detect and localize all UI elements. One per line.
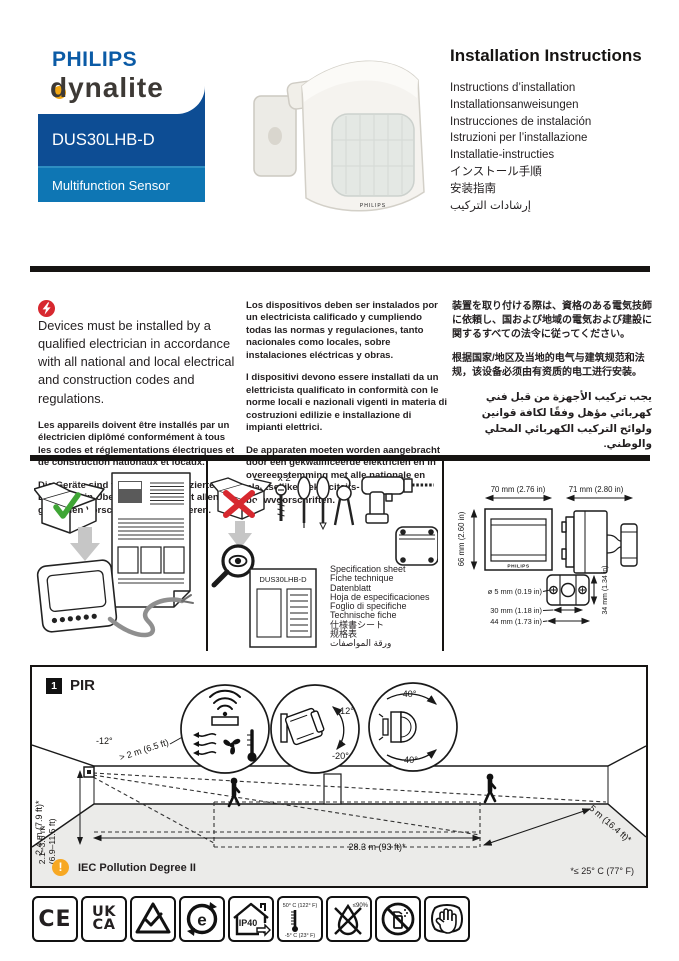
safety-es: Los dispositivos deben ser instalados po… (246, 300, 438, 361)
spec-sheet-labels: Specification sheet Fiche technique Date… (330, 564, 430, 649)
dimensions-diagram: 70 mm (2.76 in) 71 mm (2.80 in) 66 mm (2… (457, 485, 638, 626)
range-length-label: 28.3 m (93 ft)* (348, 842, 406, 852)
china-rohs-icon: e (179, 896, 225, 942)
dim-depth: 71 mm (2.80 in) (569, 485, 624, 494)
pir-section-title: PIR (70, 677, 96, 694)
unboxing-diagram (34, 472, 194, 638)
title-ja: インストール手順 (450, 165, 542, 178)
operating-temperature-icon: 50° C (122° F) -5° C (23° F) (277, 896, 323, 942)
safety-column-3: 装置を取り付ける際は、資格のある電気技師に依頼し、国および地域の電気および建設に… (452, 300, 652, 453)
title-de: Installationsanweisungen (450, 98, 579, 111)
svg-text:≤90%: ≤90% (353, 903, 369, 909)
dry-cloth-clean-icon (424, 896, 470, 942)
dim-hole-pitch: 30 mm (1.18 in) (490, 606, 542, 615)
svg-text:-5° C (23° F): -5° C (23° F) (285, 933, 316, 939)
product-name: Multifunction Sensor (52, 177, 170, 193)
safety-column-2: Los dispositivos deben ser instalados po… (246, 300, 449, 517)
dim-height: 66 mm (2.60 in) (457, 511, 466, 566)
photo-brand-text: PHILIPS (360, 203, 386, 209)
panel-divider-1 (206, 461, 208, 651)
pan-adjustment-callout: -40° 40° (368, 682, 458, 772)
sensor-angle-label: -12° (96, 736, 113, 746)
title-ar: إرشادات التركيب (450, 199, 531, 212)
pan-right-label: 40° (404, 755, 418, 765)
dim-hole-dia: ø 5 mm (0.19 in) (488, 587, 542, 596)
dynalite-dot-icon (53, 86, 66, 99)
interference-sources-callout (180, 684, 270, 774)
product-image: PHILIPS (253, 60, 425, 212)
device-brand-label: PHILIPS (507, 564, 529, 570)
spec-sheet-model: DUS30LHB-D (259, 575, 307, 584)
pollution-degree-note: IEC Pollution Degree II (78, 862, 196, 874)
svg-text:IP40: IP40 (239, 918, 258, 928)
philips-wordmark: PHILIPS (52, 48, 138, 71)
svg-text:50° C (122° F): 50° C (122° F) (283, 903, 318, 909)
dim-base-height: 34 mm (1.34 in) (602, 565, 609, 614)
title-es: Instrucciones de instalación (450, 115, 592, 128)
title-zh: 安装指南 (450, 182, 496, 195)
electrician-warning-icon (38, 300, 55, 317)
model-band: DUS30LHB-D (38, 114, 205, 166)
product-band: Multifunction Sensor (38, 166, 205, 202)
person-silhouette (483, 773, 497, 804)
safety-en: Devices must be installed by a qualified… (38, 300, 241, 408)
dim-base-width: 44 mm (1.73 in) (490, 617, 542, 626)
person-silhouette (227, 777, 241, 808)
safety-zh: 根据国家/地区及当地的电气与建筑规范和法规，该设备必须由有资质的电工进行安装。 (452, 353, 645, 378)
ip40-indoor-icon: IP40 (228, 896, 274, 942)
tilt-max-label: -20° (332, 751, 349, 761)
dynalite-wordmark: dynalite (50, 72, 164, 103)
brand-logo-block: PHILIPS dynalite DUS30LHB-D Multifunctio… (38, 40, 205, 202)
tools-diagram: x 2 (210, 473, 438, 648)
page-title: Installation Instructions (450, 46, 642, 65)
pir-coverage-diagram: -12° -20° -40° 40° (32, 682, 646, 886)
title-nl: Installatie-instructies (450, 149, 555, 162)
dim-front-width: 70 mm (2.76 in) (491, 485, 546, 494)
alert-icon: ! (52, 859, 69, 876)
rcm-mark-icon (130, 896, 176, 942)
svg-text:e: e (197, 911, 206, 930)
step-number-badge: 1 (46, 678, 62, 694)
section-divider (30, 266, 650, 272)
model-number: DUS30LHB-D (52, 130, 155, 149)
pan-left-label: -40° (400, 689, 417, 699)
tilt-min-label: -12° (337, 706, 354, 716)
title-fr: Instructions d’installation (450, 82, 576, 94)
safety-ja: 装置を取り付ける際は、資格のある電気技師に依頼し、国および地域の電気および建設に… (452, 301, 652, 340)
ce-mark-icon: CE (32, 896, 78, 942)
tilt-adjustment-callout: -12° -20° (270, 684, 360, 774)
safety-it: I dispositivi devono essere installati d… (246, 372, 447, 434)
title-block: Installation Instructions Instructions d… (450, 46, 662, 214)
mount-range-label: 2.1–3.5 m (6.9–11.5 ft) (36, 818, 57, 865)
diagrams-section: x 2 (30, 455, 650, 657)
title-it: Istruzioni per l’installazione (450, 132, 588, 145)
logo-background (38, 40, 205, 114)
panel-divider-2 (442, 461, 444, 651)
safety-fr: Les appareils doivent être installés par… (38, 419, 235, 469)
safety-ar: يجب تركيب الأجهزة من قبل فني كهربائي مؤه… (481, 391, 652, 451)
no-spray-icon (375, 896, 421, 942)
humidity-limit-icon: ≤90% (326, 896, 372, 942)
screw-quantity: x 2 (278, 473, 291, 484)
pir-section: 1 PIR (30, 665, 648, 888)
ambient-temp-note: *≤ 25° C (77° F) (570, 866, 634, 876)
